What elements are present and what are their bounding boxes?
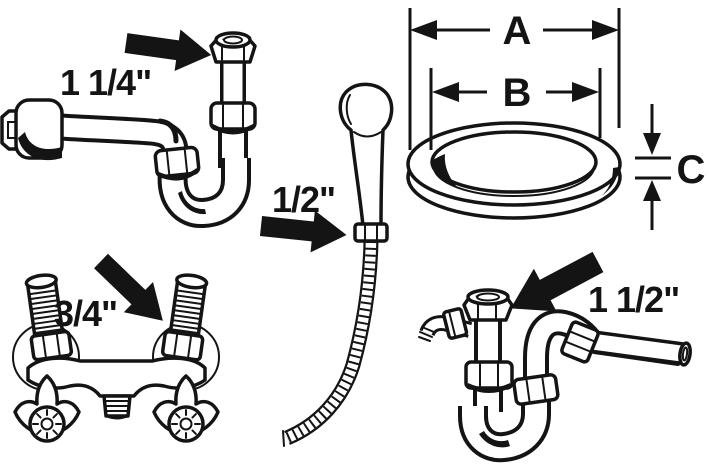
dimension-c: C <box>635 104 705 230</box>
dim-c-label: C <box>677 148 706 192</box>
gasket-ring <box>406 121 622 220</box>
faucet-body <box>26 356 207 398</box>
gasket-illustration: A B C <box>406 8 705 230</box>
shower-head <box>338 82 394 228</box>
trap-large-flange <box>462 288 514 322</box>
trap-small-coupling-nut <box>0 98 64 161</box>
shower-hose <box>282 240 379 447</box>
trap-large-pipe-end <box>678 341 692 367</box>
faucet-center-outlet <box>102 394 132 420</box>
trap-large-slip-nut-left <box>464 360 514 393</box>
dimension-b: B <box>429 68 602 150</box>
faucet-inlet-right <box>160 273 209 362</box>
p-trap-small-illustration: 1 1/4" <box>0 22 257 228</box>
callout-shower-hose: 1/2" <box>272 179 335 220</box>
trap-small-shadow <box>178 191 206 215</box>
trap-large-illustration: 1 1/2" <box>418 240 692 463</box>
faucet-illustration: 3/4" <box>12 245 220 443</box>
faucet-inlet-left <box>24 273 74 362</box>
dim-b-label: B <box>503 71 532 115</box>
faucet-handle-left <box>13 374 81 443</box>
trap-large-shadow <box>479 431 510 448</box>
trap-large-spigot <box>418 307 473 342</box>
faucet-handle-right <box>152 374 220 443</box>
trap-small-flange <box>209 31 257 64</box>
trap-small-outlet-pipe <box>59 113 189 166</box>
trap-small-slip-nut-lower <box>153 145 201 181</box>
callout-trap-small: 1 1/4" <box>60 62 151 103</box>
dimension-a: A <box>408 8 621 150</box>
trap-small-slip-nut-upper <box>209 101 257 135</box>
dim-a-label: A <box>503 9 532 53</box>
hand-shower-illustration: 1/2" <box>258 82 394 447</box>
callout-faucet: 3/4" <box>54 293 117 334</box>
shower-hose-nut <box>353 222 389 243</box>
trap-large-outlet-nut <box>560 320 600 364</box>
callout-trap-large: 1 1/2" <box>588 279 679 320</box>
trap-large-slip-nut-right <box>512 373 560 406</box>
